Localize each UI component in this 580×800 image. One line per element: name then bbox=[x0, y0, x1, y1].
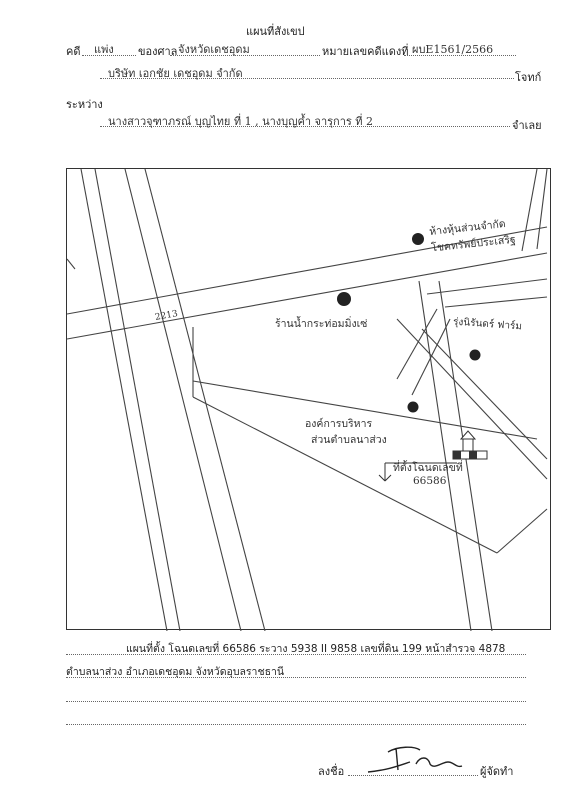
page-title: แผนที่สังเขป bbox=[246, 25, 305, 38]
defendants-names: นางสาวจุฑาภรณ์ บุญไทย ที่ 1 , นางบุญค้ำ … bbox=[108, 115, 374, 128]
landmark-label-sao-2: ส่วนตำบลนาส่วง bbox=[311, 434, 387, 446]
site-marker-icon bbox=[378, 430, 488, 482]
blank-line-1 bbox=[66, 701, 526, 702]
blank-line-2 bbox=[66, 724, 526, 725]
red-case-number: ผบE1561/2566 bbox=[412, 43, 494, 56]
case-label: คดี bbox=[66, 45, 81, 58]
defendant-role: จำเลย bbox=[512, 119, 542, 132]
landmark-dot-sao bbox=[407, 401, 419, 413]
red-number-label: หมายเลขคดีแดงที่ bbox=[322, 45, 409, 58]
case-type: แพ่ง bbox=[94, 43, 114, 56]
signer-role: ผู้จัดทำ bbox=[480, 765, 514, 778]
plaintiff-name: บริษัท เอกชัย เดชอุดม จำกัด bbox=[108, 67, 243, 80]
landmark-label-shop: ร้านน้ำกระท่อมมิ่งเซ่ bbox=[275, 318, 368, 330]
landmark-dot-farm bbox=[469, 349, 481, 361]
between-label: ระหว่าง bbox=[66, 98, 103, 111]
sign-label: ลงชื่อ bbox=[318, 765, 345, 778]
site-label: ที่ตั้งโฉนดเลขที่ bbox=[393, 462, 463, 474]
map-drawing bbox=[67, 169, 548, 631]
landmark-dot-partnership bbox=[412, 233, 424, 245]
court-label: ของศาล bbox=[138, 45, 178, 58]
site-number: 66586 bbox=[413, 475, 447, 487]
footer-line-2: ตำบลนาส่วง อำเภอเดชอุดม จังหวัดอุบลราชธา… bbox=[66, 666, 285, 678]
landmark-label-sao-1: องค์การบริหาร bbox=[305, 418, 373, 430]
court-name: จังหวัดเดชอุดม bbox=[178, 43, 250, 56]
landmark-dot-shop bbox=[337, 292, 351, 306]
signature-image bbox=[367, 746, 463, 773]
plaintiff-role: โจทก์ bbox=[515, 71, 542, 84]
footer-line-1: แผนที่ตั้ง โฉนดเลขที่ 66586 ระวาง 5938 I… bbox=[126, 643, 506, 655]
sketch-map: 2213 ห้างหุ้นส่วนจำกัด โชคทรัพย์ประเสริฐ… bbox=[66, 168, 551, 631]
